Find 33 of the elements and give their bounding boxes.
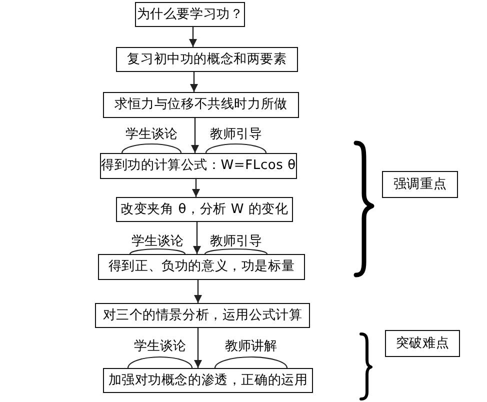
step-text: 对三个的情景分析，运用公式计算 bbox=[102, 308, 302, 324]
arrow bbox=[192, 179, 200, 197]
note-text: 强调重点 bbox=[393, 176, 447, 192]
step-text: 改变夹角 θ，分析 W 的变化 bbox=[120, 202, 288, 218]
step-text: 复习初中功的概念和两要素 bbox=[127, 52, 287, 68]
process-box bbox=[100, 153, 297, 179]
process-box bbox=[103, 92, 299, 118]
note-box bbox=[385, 330, 460, 357]
side-note: 学生谈论 bbox=[132, 234, 184, 250]
process-box bbox=[103, 368, 313, 393]
side-note: 学生谈论 bbox=[126, 127, 178, 143]
note-text: 突破难点 bbox=[396, 336, 450, 352]
note-box bbox=[382, 171, 458, 198]
process-box bbox=[116, 47, 298, 72]
step-text: 得到正、负功的意义，功是标量 bbox=[108, 259, 295, 275]
arrow bbox=[194, 280, 202, 303]
arrow bbox=[194, 328, 202, 368]
process-box bbox=[98, 254, 305, 280]
step-text: 求恒力与位移不共线时力所做 bbox=[114, 97, 288, 113]
arrow bbox=[189, 27, 197, 47]
step-text: 加强对功概念的渗透，正确的运用 bbox=[108, 372, 308, 388]
arrow bbox=[190, 72, 198, 92]
arrow bbox=[193, 222, 201, 254]
process-box bbox=[135, 2, 245, 27]
side-note: 教师讲解 bbox=[225, 339, 277, 355]
arrow bbox=[191, 118, 199, 153]
side-note: 学生谈论 bbox=[134, 339, 186, 355]
step-text: 为什么要学习功？ bbox=[136, 6, 244, 22]
side-note: 教师引导 bbox=[210, 234, 262, 250]
step-text: 得到功的计算公式：W=FLcos θ bbox=[101, 158, 296, 174]
side-note: 教师引导 bbox=[210, 127, 262, 143]
process-box bbox=[95, 303, 310, 328]
process-box bbox=[116, 197, 293, 222]
